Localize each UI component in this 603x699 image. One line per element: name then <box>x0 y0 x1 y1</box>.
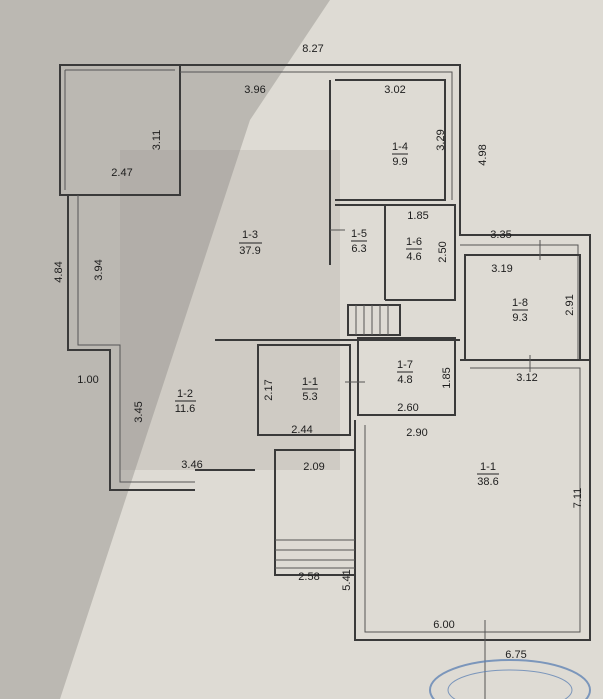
room-id: 1-2 <box>177 388 193 400</box>
dim-left-step: 1.00 <box>77 374 98 386</box>
dim-r11-height: 2.17 <box>263 379 275 400</box>
room-area: 38.6 <box>477 476 498 488</box>
dim-top-left: 3.96 <box>244 84 265 96</box>
stamp-seal <box>429 659 591 699</box>
room-1-4-label: 1-4 9.9 <box>392 141 408 168</box>
room-id: 1-1 <box>302 376 318 388</box>
room-id: 1-3 <box>242 229 258 241</box>
room-1-1-small-label: 1-1 5.3 <box>302 376 318 403</box>
interior-shadow <box>120 150 340 470</box>
dim-r12-width: 3.46 <box>181 459 202 471</box>
room-id: 1-8 <box>512 297 528 309</box>
dim-bottom-outer: 6.75 <box>505 649 526 661</box>
dim-r16-width: 1.85 <box>407 210 428 222</box>
dim-right-outer: 4.98 <box>477 144 489 165</box>
dim-porch-bottom: 2.58 <box>298 571 319 583</box>
dim-porch-width: 2.09 <box>303 461 324 473</box>
paper-shadow <box>0 0 330 699</box>
inner-walls <box>179 79 581 699</box>
dim-left-tall: 4.84 <box>53 261 65 282</box>
dim-r18-height: 2.91 <box>564 294 576 315</box>
dim-left-mid: 3.94 <box>93 259 105 280</box>
room-id: 1-4 <box>392 141 408 153</box>
dim-corner-bottom: 2.47 <box>111 167 132 179</box>
dim-overall-width: 8.27 <box>302 43 323 55</box>
dim-r11-width: 2.44 <box>291 424 312 436</box>
room-id: 1-1 <box>480 461 496 473</box>
dim-big-top: 2.90 <box>406 427 427 439</box>
room-area: 37.9 <box>239 245 260 257</box>
room-1-2-label: 1-2 11.6 <box>175 388 196 415</box>
dim-corner-left: 3.11 <box>151 130 163 151</box>
room-1-3-label: 1-3 37.9 <box>239 229 262 257</box>
dim-top-right: 3.02 <box>384 84 405 96</box>
room-area: 4.6 <box>406 251 421 263</box>
dim-big-bottom: 6.00 <box>433 619 454 631</box>
room-area: 9.9 <box>392 156 407 168</box>
room-1-5-label: 1-5 6.3 <box>351 228 367 255</box>
dim-porch-height: 5.41 <box>341 569 353 590</box>
dim-big-height: 7.11 <box>572 488 584 509</box>
room-1-1-large-label: 1-1 38.6 <box>477 461 499 488</box>
room-id: 1-5 <box>351 228 367 240</box>
dim-r17-height: 1.85 <box>441 367 453 388</box>
dim-r17-width: 2.60 <box>397 402 418 414</box>
dim-r12-height: 3.45 <box>133 401 145 422</box>
dim-east-mid: 3.12 <box>516 372 537 384</box>
room-id: 1-6 <box>406 236 422 248</box>
dim-r14-height: 3.29 <box>435 129 447 150</box>
room-1-6-label: 1-6 4.6 <box>406 236 422 263</box>
dim-r18-width: 3.19 <box>491 263 512 275</box>
room-area: 5.3 <box>302 391 317 403</box>
room-area: 9.3 <box>512 312 527 324</box>
room-1-7-label: 1-7 4.8 <box>397 359 413 386</box>
dim-east-top: 3.35 <box>490 229 511 241</box>
room-id: 1-7 <box>397 359 413 371</box>
room-area: 6.3 <box>351 243 366 255</box>
room-1-8-label: 1-8 9.3 <box>512 297 528 324</box>
dim-r16-height: 2.50 <box>437 241 449 262</box>
room-area: 11.6 <box>175 403 196 415</box>
room-area: 4.8 <box>397 374 412 386</box>
